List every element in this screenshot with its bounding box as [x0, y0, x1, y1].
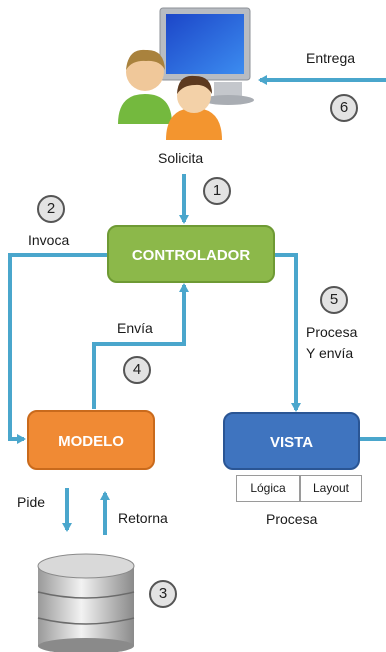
step-3-badge: 3 [149, 580, 177, 608]
modelo-box: MODELO [27, 410, 155, 470]
vista-sub-logica: Lógica [236, 475, 300, 502]
label-solicita: Solicita [158, 150, 204, 166]
label-procesa-y-envia-2: Y envía [306, 345, 354, 361]
label-entrega: Entrega [306, 50, 356, 66]
step-1-badge: 1 [203, 177, 231, 205]
label-invoca: Invoca [28, 232, 70, 248]
step-5-badge: 5 [320, 286, 348, 314]
label-pide: Pide [17, 494, 46, 510]
step-4-badge: 4 [123, 356, 151, 384]
users-computer-icon [118, 7, 254, 140]
controlador-box: CONTROLADOR [107, 225, 275, 283]
step-2-badge: 2 [37, 195, 65, 223]
vista-sub-layout: Layout [300, 475, 362, 502]
label-retorna: Retorna [118, 510, 168, 526]
label-procesa: Procesa [266, 511, 318, 527]
step-6-badge: 6 [330, 94, 358, 122]
label-envia: Envía [117, 320, 153, 336]
vista-box: VISTA [223, 412, 360, 470]
database-icon [37, 553, 135, 652]
label-procesa-y-envia-1: Procesa [306, 324, 358, 340]
